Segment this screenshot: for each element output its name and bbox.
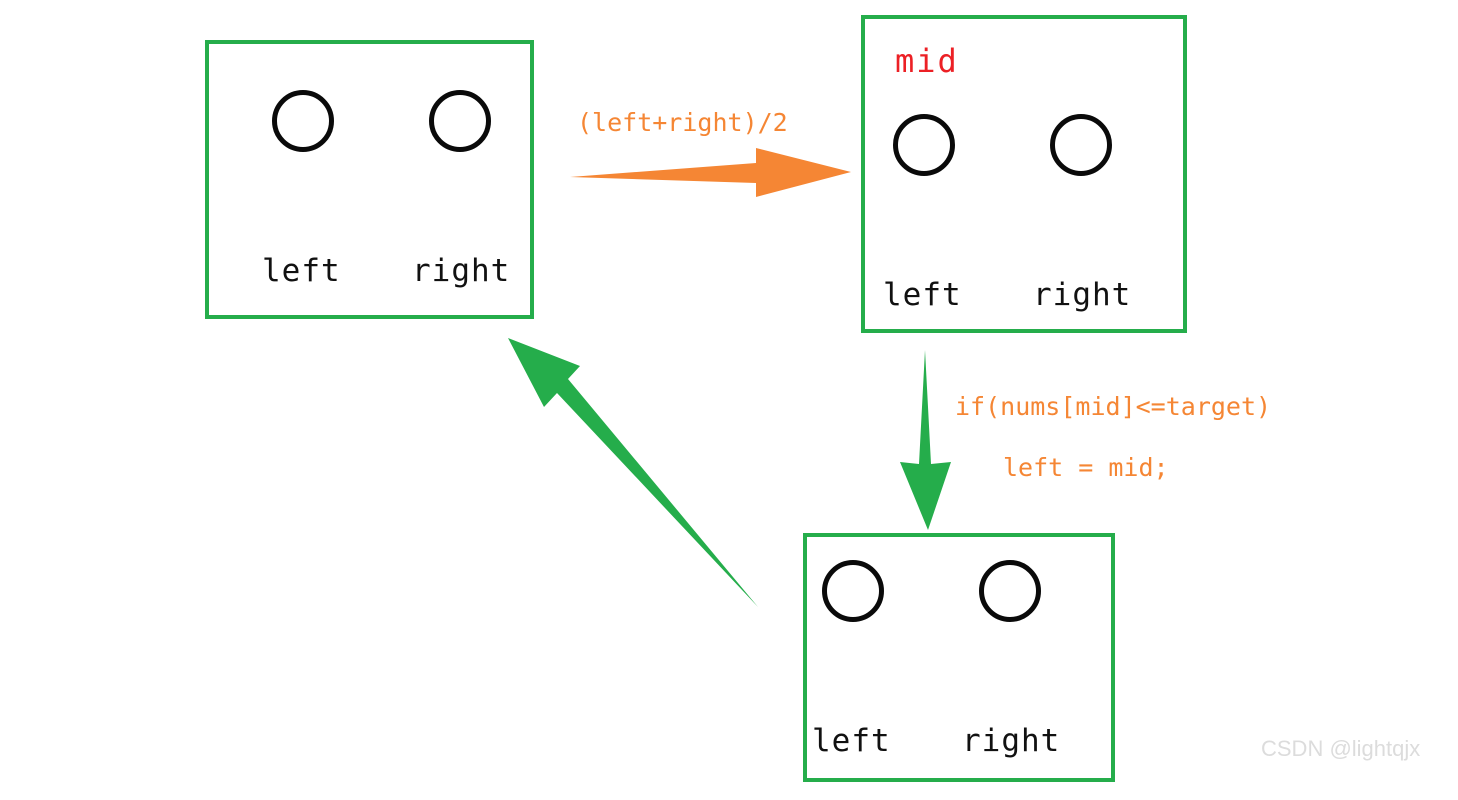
watermark: CSDN @lightqjx — [1261, 736, 1421, 761]
edge-label-condition-line-1: if(nums[mid]<=target) — [955, 392, 1272, 421]
edge-condition-arrow — [900, 350, 951, 530]
pointer-label-left-initial: left — [262, 253, 341, 289]
stage-box-initial[interactable] — [205, 40, 534, 319]
pointer-label-left-after-update: left — [812, 723, 891, 759]
edge-label-compute-mid: (left+right)/2 — [577, 108, 788, 137]
pointer-label-right-after-update: right — [962, 723, 1061, 759]
pointer-label-right-initial: right — [412, 253, 511, 289]
node-circle-left-after-update[interactable] — [822, 560, 884, 622]
edge-compute-mid-arrow — [570, 148, 851, 197]
edge-loop-back-arrow — [508, 338, 758, 607]
node-circle-right-with-mid[interactable] — [1050, 114, 1112, 176]
node-circle-right-initial[interactable] — [429, 90, 491, 152]
pointer-label-right-with-mid: right — [1033, 277, 1132, 313]
pointer-label-left-with-mid: left — [883, 277, 962, 313]
edge-label-condition-line-2: left = mid; — [1003, 453, 1169, 482]
mid-label: mid — [895, 42, 959, 80]
node-circle-right-after-update[interactable] — [979, 560, 1041, 622]
node-circle-left-with-mid[interactable] — [893, 114, 955, 176]
node-circle-left-initial[interactable] — [272, 90, 334, 152]
